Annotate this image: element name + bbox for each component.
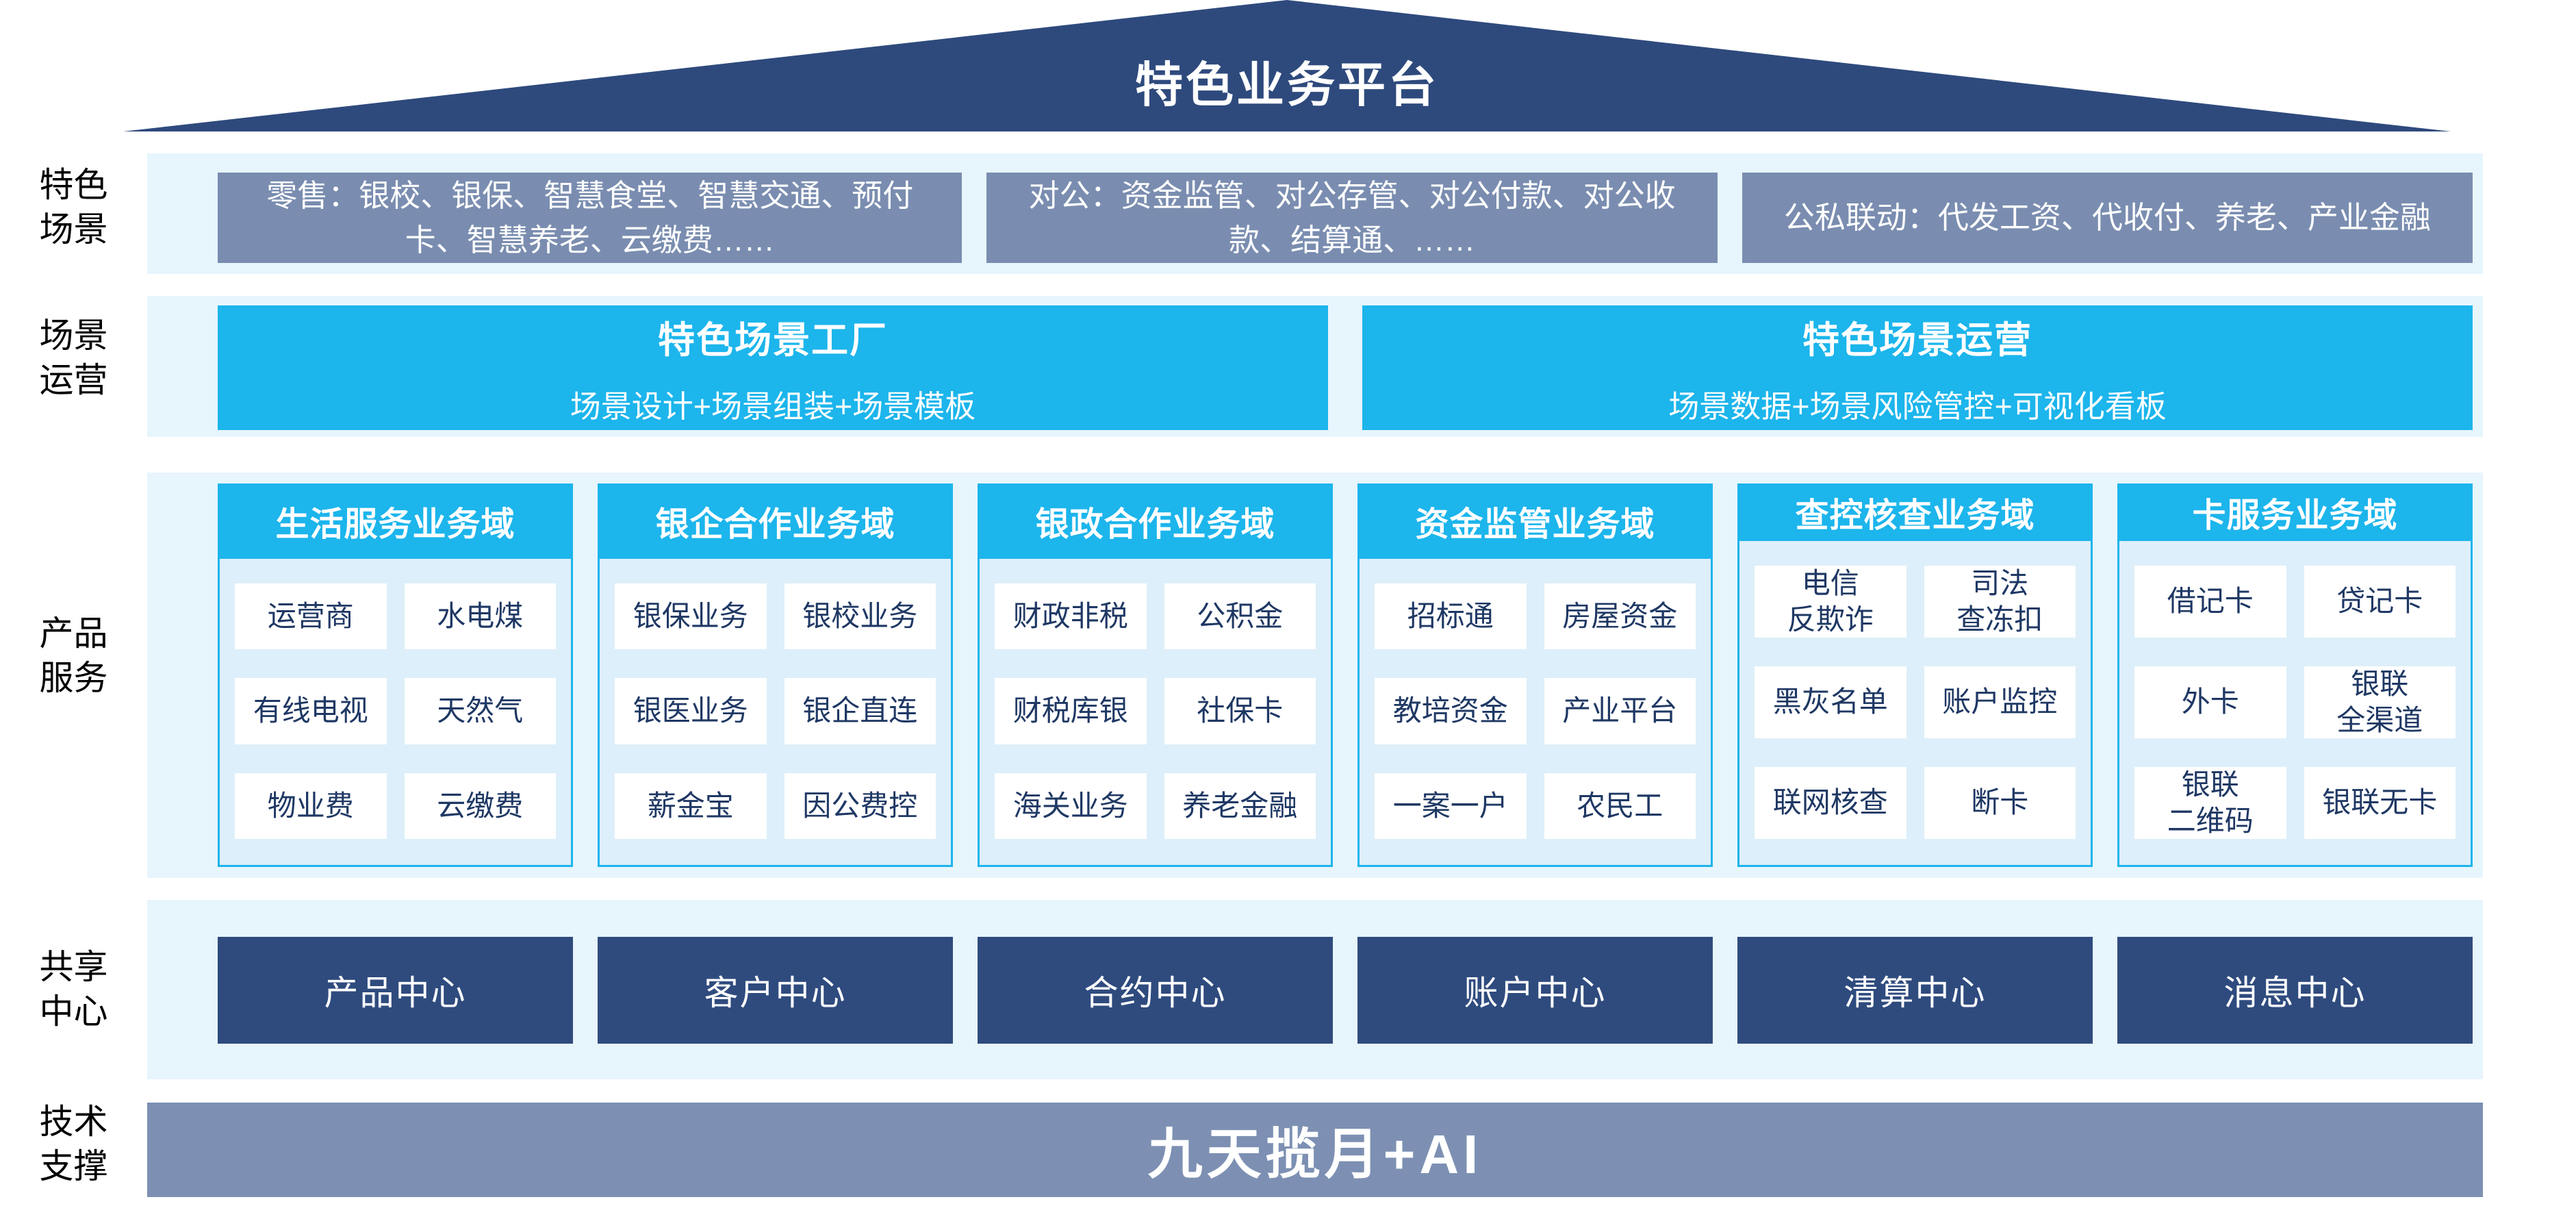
row-label-tech: 技术 支撑	[0, 1100, 147, 1189]
domain-body: 借记卡 贷记卡 外卡 银联 全渠道 银联 二维码 银联无卡	[2117, 541, 2473, 867]
scene-box-text: 零售：银校、银保、智慧食堂、智慧交通、预付卡、智慧养老、云缴费……	[266, 177, 914, 257]
scene-box-public-private: 公私联动：代发工资、代收付、养老、产业金融	[1742, 173, 2473, 263]
product-cell: 账户监控	[1924, 666, 2076, 738]
product-cell: 运营商	[235, 583, 387, 650]
row-label-line: 场景	[39, 316, 108, 355]
product-cell: 银医业务	[615, 678, 767, 744]
domain-header: 资金监管业务域	[1357, 483, 1713, 559]
domain-body: 运营商 水电煤 有线电视 天然气 物业费 云缴费	[218, 559, 573, 867]
product-cell: 公积金	[1164, 583, 1316, 650]
product-cell: 云缴费	[404, 772, 556, 839]
product-cell: 因公费控	[784, 772, 936, 839]
product-cell: 借记卡	[2134, 566, 2286, 638]
product-cell: 银联 全渠道	[2304, 666, 2456, 738]
page-title: 特色业务平台	[1135, 58, 1439, 112]
product-cell: 银联 二维码	[2134, 767, 2286, 839]
domain-column-bank-government: 银政合作业务域 财政非税 公积金 财税库银 社保卡 海关业务 养老金融	[978, 483, 1333, 867]
product-cell: 养老金融	[1164, 772, 1316, 839]
domain-column-bank-enterprise: 银企合作业务域 银保业务 银校业务 银医业务 银企直连 薪金宝 因公费控	[598, 483, 953, 867]
shared-row: 产品中心 客户中心 合约中心 账户中心 清算中心 消息中心	[218, 937, 2473, 1044]
scene-box-retail: 零售：银校、银保、智慧食堂、智慧交通、预付卡、智慧养老、云缴费……	[218, 173, 962, 263]
tech-support-bar: 九天揽月+AI	[147, 1103, 2483, 1197]
scene-factory-subtitle: 场景设计+场景组装+场景模板	[570, 389, 976, 424]
product-cell: 一案一户	[1375, 772, 1527, 839]
row-label-line: 支撑	[39, 1147, 108, 1185]
row-label-products: 产品 服务	[0, 612, 147, 701]
product-cell: 银联无卡	[2304, 767, 2456, 839]
domain-body: 银保业务 银校业务 银医业务 银企直连 薪金宝 因公费控	[598, 559, 953, 867]
product-cell: 物业费	[235, 772, 387, 839]
scenes-row: 零售：银校、银保、智慧食堂、智慧交通、预付卡、智慧养老、云缴费…… 对公：资金监…	[218, 173, 2473, 263]
center-box-message: 消息中心	[2117, 937, 2473, 1044]
product-cell: 农民工	[1544, 772, 1696, 839]
domain-header: 银政合作业务域	[978, 483, 1333, 559]
domain-header: 银企合作业务域	[598, 483, 953, 559]
product-cell: 财政非税	[995, 583, 1147, 650]
product-cell: 银企直连	[784, 678, 936, 744]
product-cell: 银校业务	[784, 583, 936, 650]
product-cell: 水电煤	[404, 583, 556, 650]
center-box-customer: 客户中心	[598, 937, 953, 1044]
product-cell: 教培资金	[1375, 678, 1527, 744]
roof-shape: 特色业务平台	[123, 0, 2451, 131]
center-box-contract: 合约中心	[978, 937, 1333, 1044]
product-cell: 电信 反欺诈	[1755, 566, 1907, 638]
product-cell: 银保业务	[615, 583, 767, 650]
product-cell: 薪金宝	[615, 772, 767, 839]
operation-row: 特色场景工厂 场景设计+场景组装+场景模板 特色场景运营 场景数据+场景风险管控…	[218, 305, 2473, 430]
row-label-line: 产品	[39, 614, 108, 653]
row-label-line: 运营	[39, 361, 108, 399]
tech-support-label: 九天揽月+AI	[1147, 1124, 1483, 1185]
product-cell: 产业平台	[1544, 678, 1696, 744]
product-cell: 财税库银	[995, 678, 1147, 744]
scene-box-text: 公私联动：代发工资、代收付、养老、产业金融	[1783, 200, 2431, 236]
domain-body: 电信 反欺诈 司法 查冻扣 黑灰名单 账户监控 联网核查 断卡	[1737, 541, 2093, 867]
scene-box-corporate: 对公：资金监管、对公存管、对公付款、对公收款、结算通、……	[986, 173, 1718, 263]
row-label-line: 共享	[39, 948, 108, 986]
product-cell: 断卡	[1924, 767, 2076, 839]
product-cell: 联网核查	[1755, 767, 1907, 839]
domain-column-card-services: 卡服务业务域 借记卡 贷记卡 外卡 银联 全渠道 银联 二维码 银联无卡	[2117, 483, 2473, 867]
row-label-shared: 共享 中心	[0, 945, 147, 1034]
domain-body: 招标通 房屋资金 教培资金 产业平台 一案一户 农民工	[1357, 559, 1713, 867]
product-cell: 贷记卡	[2304, 566, 2456, 638]
row-label-line: 技术	[39, 1103, 108, 1141]
row-label-line: 特色	[39, 166, 108, 204]
product-cell: 天然气	[404, 678, 556, 744]
domain-column-inquiry-control: 查控核查业务域 电信 反欺诈 司法 查冻扣 黑灰名单 账户监控 联网核查 断卡	[1737, 483, 2093, 867]
domain-header: 卡服务业务域	[2117, 483, 2473, 541]
scene-operation-title: 特色场景运营	[1802, 320, 2032, 361]
scene-operation-box: 特色场景运营 场景数据+场景风险管控+可视化看板	[1362, 305, 2473, 430]
product-cell: 有线电视	[235, 678, 387, 744]
product-cell: 社保卡	[1164, 678, 1316, 744]
row-label-line: 服务	[39, 659, 108, 697]
domain-column-fund-supervision: 资金监管业务域 招标通 房屋资金 教培资金 产业平台 一案一户 农民工	[1357, 483, 1713, 867]
products-row: 生活服务业务域 运营商 水电煤 有线电视 天然气 物业费 云缴费 银企合作业务域…	[218, 483, 2473, 867]
row-label-scenes: 特色 场景	[0, 163, 147, 252]
product-cell: 海关业务	[995, 772, 1147, 839]
scene-factory-title: 特色场景工厂	[658, 320, 888, 361]
domain-header: 查控核查业务域	[1737, 483, 2093, 541]
product-cell: 招标通	[1375, 583, 1527, 650]
row-label-line: 场景	[39, 210, 108, 249]
product-cell: 外卡	[2134, 666, 2286, 738]
domain-body: 财政非税 公积金 财税库银 社保卡 海关业务 养老金融	[978, 559, 1333, 867]
row-label-line: 中心	[39, 992, 108, 1031]
domain-column-life-services: 生活服务业务域 运营商 水电煤 有线电视 天然气 物业费 云缴费	[218, 483, 573, 867]
product-cell: 黑灰名单	[1755, 666, 1907, 738]
product-cell: 房屋资金	[1544, 583, 1696, 650]
center-box-account: 账户中心	[1357, 937, 1713, 1044]
row-label-operation: 场景 运营	[0, 314, 147, 403]
product-cell: 司法 查冻扣	[1924, 566, 2076, 638]
scene-factory-box: 特色场景工厂 场景设计+场景组装+场景模板	[218, 305, 1328, 430]
domain-header: 生活服务业务域	[218, 483, 573, 559]
scene-operation-subtitle: 场景数据+场景风险管控+可视化看板	[1668, 389, 2167, 424]
center-box-clearing: 清算中心	[1737, 937, 2093, 1044]
scene-box-text: 对公：资金监管、对公存管、对公付款、对公收款、结算通、……	[1028, 177, 1676, 257]
center-box-product: 产品中心	[218, 937, 573, 1044]
